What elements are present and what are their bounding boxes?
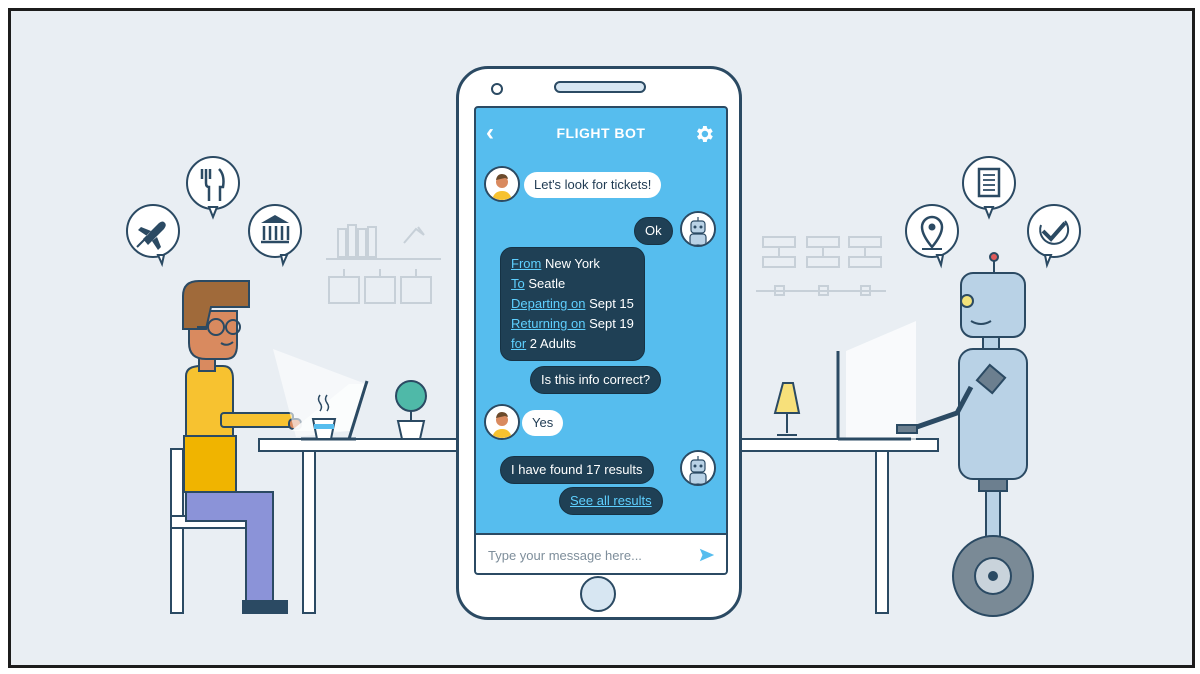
send-icon[interactable] [698, 546, 716, 564]
summary-value: Seatle [528, 276, 566, 291]
see-all-results-link[interactable]: See all results [570, 493, 652, 508]
app-header: ‹ FLIGHT BOT [476, 108, 726, 162]
potted-plant [395, 380, 427, 440]
left-desk [258, 438, 460, 614]
home-button[interactable] [580, 576, 616, 612]
message-input[interactable] [488, 545, 683, 565]
summary-label[interactable]: Returning on [511, 316, 586, 331]
summary-label[interactable]: for [511, 336, 527, 351]
bot-message: Ok [634, 217, 673, 245]
summary-row: To Seatle [511, 274, 634, 294]
illustration-frame: ‹ FLIGHT BOT Let's look for tickets! Ok [8, 8, 1195, 668]
monitor [836, 321, 916, 441]
user-message: Let's look for tickets! [524, 172, 662, 198]
smartphone: ‹ FLIGHT BOT Let's look for tickets! Ok [456, 66, 742, 620]
bot-avatar [680, 450, 716, 486]
summary-row: Returning on Sept 19 [511, 314, 634, 334]
right-desk [737, 438, 939, 614]
checkmark-icon [1027, 204, 1081, 269]
laptop [273, 349, 369, 441]
summary-row: for 2 Adults [511, 334, 634, 354]
phone-camera [491, 83, 503, 95]
bot-message: I have found 17 results [500, 456, 654, 484]
airplane-icon [126, 204, 180, 268]
summary-label[interactable]: Departing on [511, 296, 586, 311]
summary-value: New York [544, 256, 600, 271]
bank-icon [248, 204, 302, 268]
wall-chart [756, 236, 886, 296]
message-composer [476, 533, 726, 573]
location-pin-icon [905, 204, 959, 269]
trip-summary-card: From New York To Seatle Departing on Sep… [500, 247, 645, 361]
summary-label[interactable]: To [511, 276, 525, 291]
see-all-results-button[interactable]: See all results [559, 487, 663, 515]
desk-lamp [773, 382, 801, 436]
document-icon [962, 156, 1016, 220]
coffee-cup [311, 394, 337, 440]
phone-speaker [554, 81, 646, 93]
bookshelf [326, 224, 441, 304]
user-avatar [484, 166, 520, 202]
summary-value: Sept 15 [589, 296, 634, 311]
summary-row: From New York [511, 254, 634, 274]
summary-value: 2 Adults [529, 336, 577, 351]
bot-message: Is this info correct? [530, 366, 662, 394]
fork-knife-icon [186, 156, 240, 220]
summary-label[interactable]: From [511, 256, 542, 271]
chat-screen: ‹ FLIGHT BOT Let's look for tickets! Ok [474, 106, 728, 575]
gear-icon[interactable] [693, 123, 715, 145]
chevron-left-icon[interactable]: ‹ [486, 119, 494, 146]
app-title: FLIGHT BOT [556, 125, 646, 141]
summary-value: Sept 19 [589, 316, 634, 331]
user-avatar [484, 404, 520, 440]
robot [896, 252, 1034, 617]
user-message: Yes [522, 410, 564, 436]
person [182, 280, 302, 614]
summary-row: Departing on Sept 15 [511, 294, 634, 314]
background-scene [126, 156, 1081, 617]
bot-avatar [680, 211, 716, 247]
